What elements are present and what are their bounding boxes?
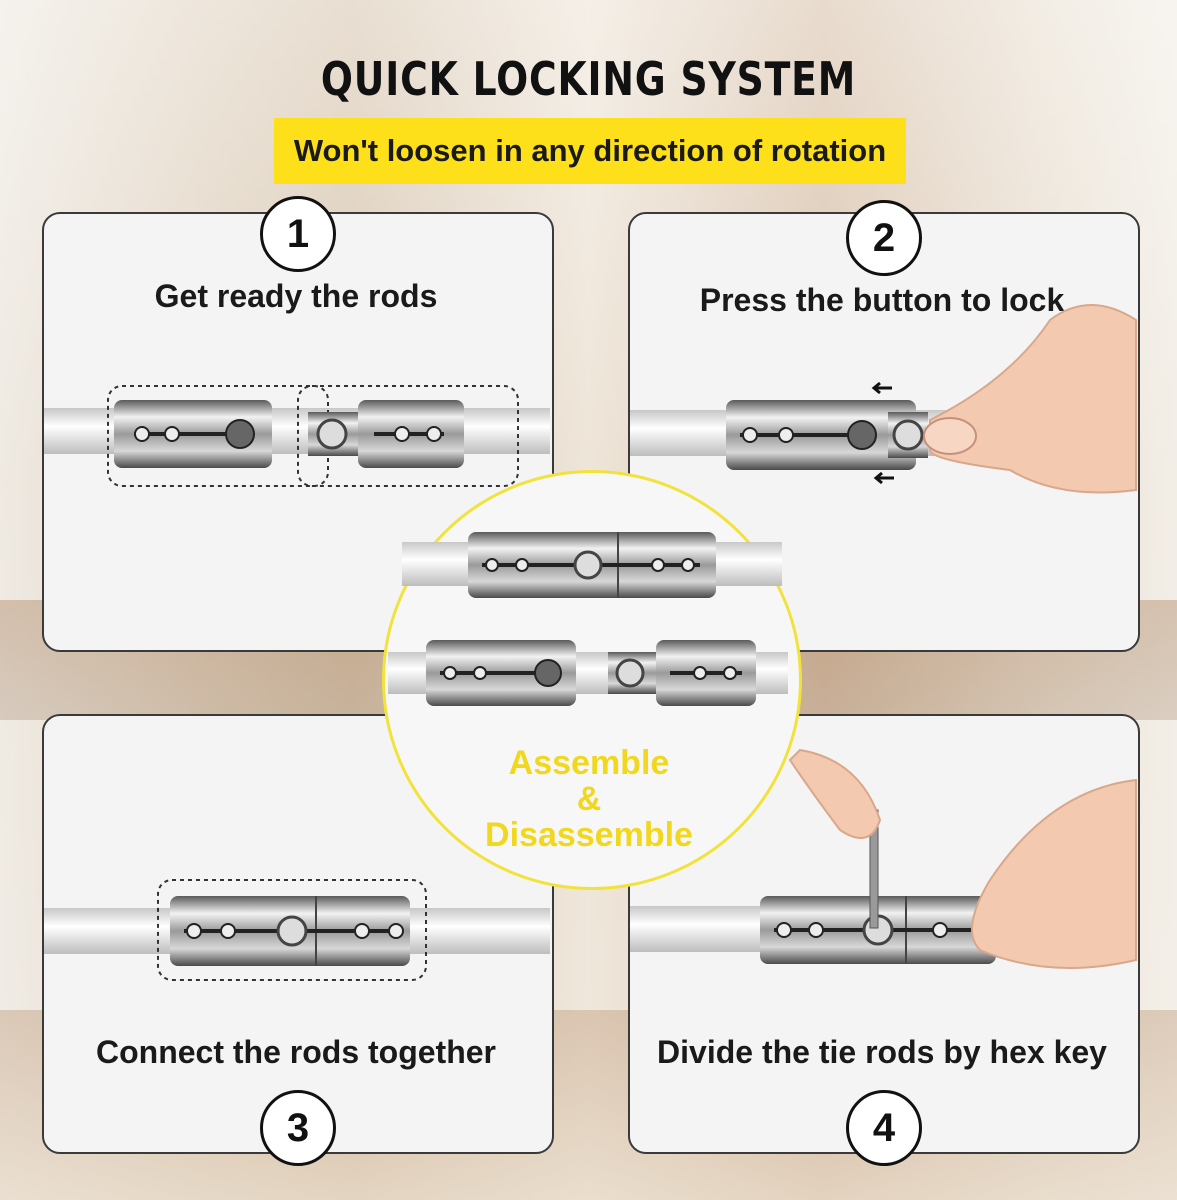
ampersand-text: & [576, 780, 602, 818]
page-title: QUICK LOCKING SYSTEM [320, 52, 857, 106]
disassemble-text: Disassemble [485, 816, 693, 854]
step-4-badge: 4 [846, 1090, 922, 1166]
step-2-lock-illustration [630, 304, 1137, 494]
subtitle-text: Won't loosen in any direction of rotatio… [293, 133, 887, 168]
step-3-connected-rods-illustration [44, 879, 550, 981]
assemble-text: Assemble [508, 744, 670, 782]
step-1-badge: 1 [260, 196, 336, 272]
step-2-label: Press the button to lock [699, 282, 1065, 318]
step-1-rods-illustration [44, 385, 550, 487]
step-4-hex-key-illustration [630, 748, 1137, 969]
center-rods-illustration [388, 532, 788, 706]
step-2-badge: 2 [846, 200, 922, 276]
step-4-label: Divide the tie rods by hex key [657, 1034, 1107, 1070]
subtitle-banner: Won't loosen in any direction of rotatio… [274, 118, 906, 184]
step-1-label: Get ready the rods [154, 278, 438, 314]
step-3-label: Connect the rods together [95, 1034, 496, 1070]
step-3-badge: 3 [260, 1090, 336, 1166]
